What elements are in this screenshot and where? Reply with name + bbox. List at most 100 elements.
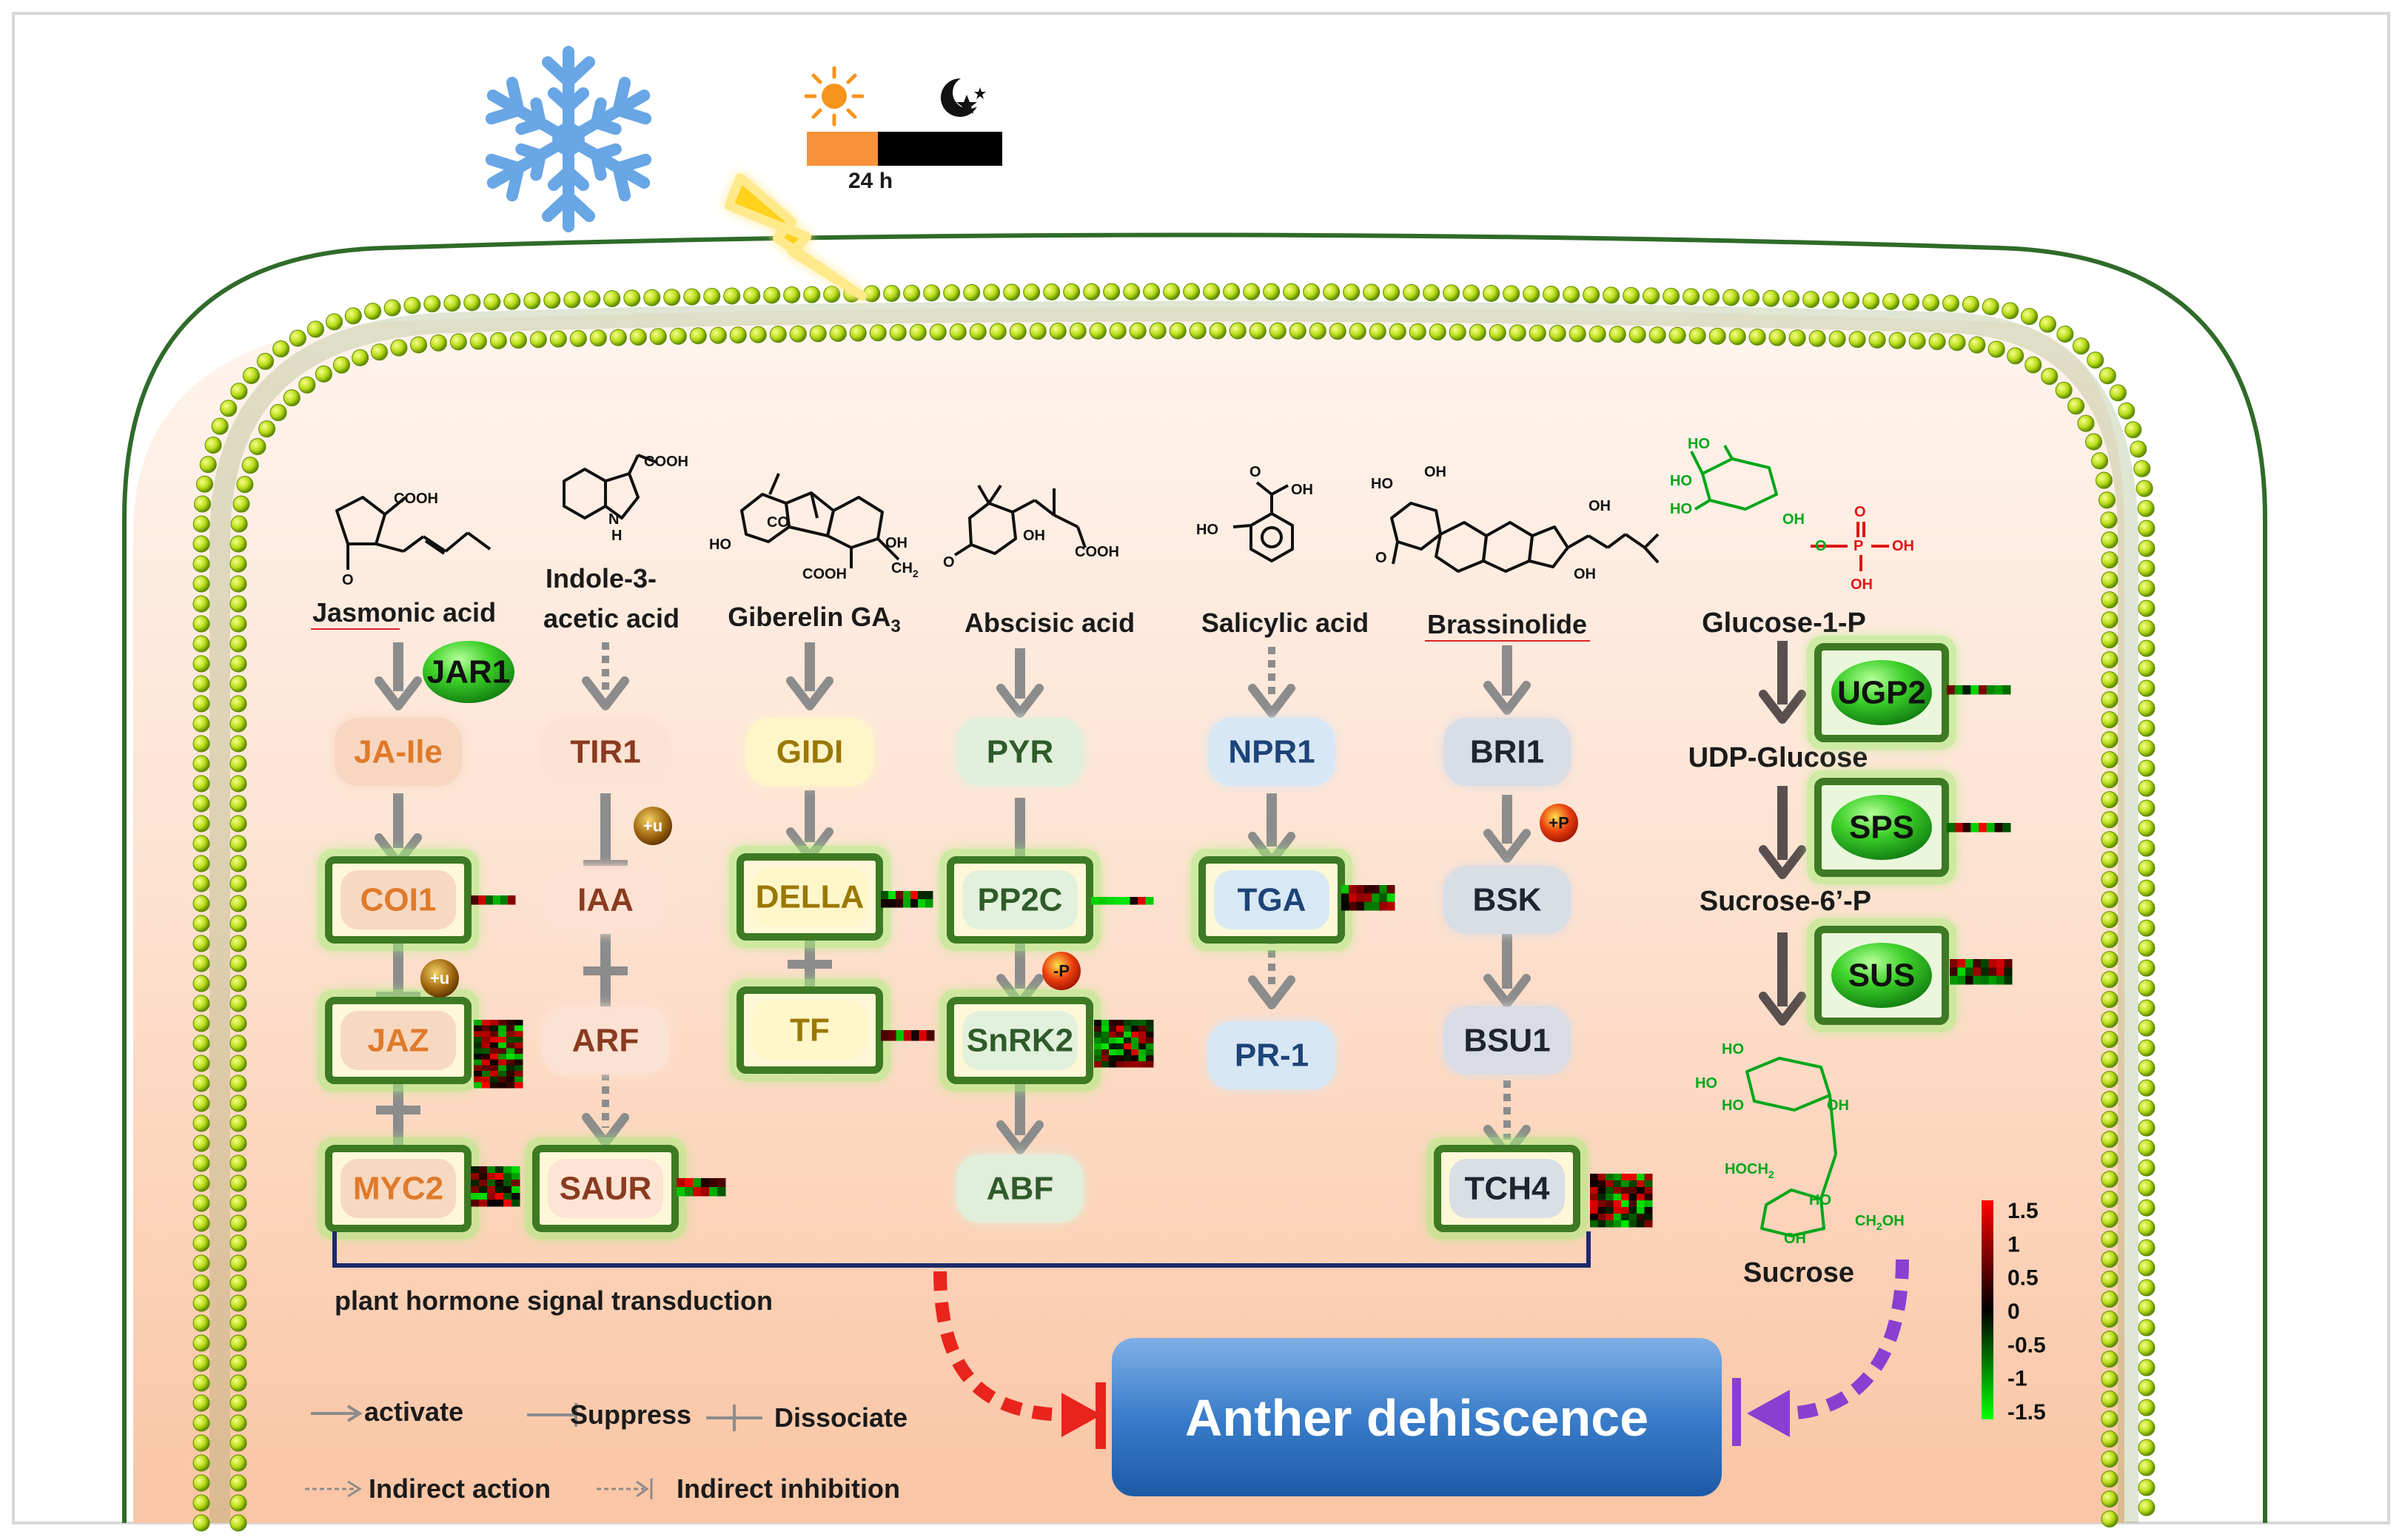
svg-text:-P: -P [1053,962,1070,981]
modification-badges: JAR1 +u +u -P +P [420,641,1578,998]
svg-text:ARF: ARF [572,1023,639,1059]
svg-text:SnRK2: SnRK2 [967,1023,1073,1059]
heatmap-della [881,891,933,908]
svg-text:PP2C: PP2C [978,882,1063,918]
arrow-activate [1483,645,1531,715]
snowflake-icon [483,46,654,226]
colorbar-tick: 0.5 [2007,1266,2039,1291]
arrow-dissociate [583,934,628,1008]
heatmap-tf [881,1030,935,1041]
arrow-dashed-activate [582,642,629,710]
ubiquitin-badge-ja: +u [420,959,459,998]
ga-ch2: CH2 [891,560,919,579]
ja-o: O [342,572,354,588]
suc-ch2oh: CH2OH [1855,1213,1905,1232]
ga-oh: OH [885,535,908,551]
svg-text:BSK: BSK [1473,882,1542,918]
indole-acetic-acid-structure [563,454,658,520]
heatmap-saur [677,1178,726,1197]
svg-text:NPR1: NPR1 [1228,734,1315,770]
arrow-activate [1483,934,1531,1008]
gene-node-pyr: PYR [956,718,1084,786]
g1p-ho3: HO [1670,501,1692,517]
svg-text:ABF: ABF [987,1171,1053,1207]
phosphate-o: O [1854,504,1866,520]
arrow-activate [1759,641,1806,724]
jar1-badge: JAR1 [423,641,514,703]
gene-node-pr-1: PR-1 [1208,1021,1335,1089]
enzyme-node-ugp2: UGP2 [1807,636,1956,750]
hormone-ja: Jasmonic acid [312,597,496,628]
heatmap-tga [1341,885,1395,911]
gene-node-tch4: TCH4 [1426,1137,1588,1240]
gene-node-npr1: NPR1 [1208,718,1335,786]
g1p-oh: OH [1782,511,1805,528]
heatmap-tch4 [1590,1174,1653,1228]
heatmap-jaz [474,1020,523,1089]
phosphate-oh2: OH [1851,576,1873,593]
heatmap-ugp2 [1947,685,2011,695]
sucrose-metabolites: Glucose-1-P UDP-Glucose Sucrose-6’-P Suc… [1688,608,1872,1288]
glucose-1-p-structure [1690,445,1778,511]
gene-node-tga: TGA [1191,849,1352,951]
legend-activate: activate [364,1396,463,1427]
svg-text:COI1: COI1 [360,882,437,918]
heatmap-snrk2 [1094,1020,1154,1068]
br-oh1: OH [1424,464,1446,480]
gene-node-della: DELLA [729,846,890,948]
legend: activate Suppress Dissociate Indirect ac… [305,1396,908,1504]
jar1-label: JAR1 [427,654,511,690]
svg-text:PR-1: PR-1 [1235,1038,1309,1074]
aba-oh: OH [1023,528,1045,544]
legend-suppress: Suppress [570,1399,691,1430]
legend-indirect-inhibition: Indirect inhibition [677,1473,900,1504]
anther-dehiscence-box: Anther dehiscence [1112,1338,1722,1496]
gene-node-iaa: IAA [542,866,669,934]
gene-node-gidi: GIDI [746,718,873,786]
svg-text:+P: +P [1549,814,1569,833]
svg-text:BRI1: BRI1 [1470,734,1544,770]
svg-text:SAUR: SAUR [560,1171,652,1207]
iaa-nh: N [608,511,619,528]
sun-icon [804,66,865,127]
svg-text:+u: +u [430,969,449,988]
pathway-arrows [375,641,1806,1159]
sucrose-6p-label: Sucrose-6’-P [1700,886,1871,917]
svg-text:JAZ: JAZ [367,1023,429,1059]
chem-labels: COOH O COOH N H CO HO COOH OH CH2 OH COO… [342,436,1914,1247]
cell-wall [122,232,2267,1523]
suc-oh2: OH [1784,1231,1806,1247]
phosphate-p: P [1854,538,1863,554]
g1p-ho2: HO [1670,473,1692,489]
hormone-br: Brassinolide [1427,609,1587,639]
enzyme-node-sps: SPS [1807,770,1956,884]
gene-node-pp2c: PP2C [939,849,1101,951]
svg-text:IAA: IAA [577,882,634,918]
hormone-iaa-line1: Indole-3- [546,563,657,594]
gene-node-arf: ARF [542,1006,669,1075]
br-o: O [1375,550,1387,566]
arrow-dashed-activate [1248,937,1295,1009]
svg-text:MYC2: MYC2 [353,1171,443,1207]
svg-text:+u: +u [643,817,662,835]
phosphorylation-badge: +P [1540,804,1578,842]
svg-text:TGA: TGA [1238,882,1306,918]
gene-node-bsu1: BSU1 [1443,1006,1571,1075]
suc-ho4: HO [1809,1192,1831,1208]
colorbar-tick: -1 [2007,1367,2027,1391]
dephosphorylation-badge: -P [1042,952,1081,990]
gibberellin-structure [740,473,900,568]
abscisic-acid-structure [953,484,1087,557]
svg-text:TIR1: TIR1 [570,734,640,770]
night-bar [878,132,1002,166]
svg-text:BSU1: BSU1 [1463,1023,1550,1059]
signal-bracket [332,1231,1591,1268]
heatmap-coi1 [471,895,516,905]
heatmap-myc2 [471,1166,520,1207]
br-oh2: OH [1589,498,1611,514]
hormone-sa: Salicylic acid [1201,608,1369,638]
ga-co: CO [767,514,789,531]
heatmap-sps [1947,823,2011,833]
svg-text:GIDI: GIDI [776,734,843,770]
moon-icon [940,78,986,117]
